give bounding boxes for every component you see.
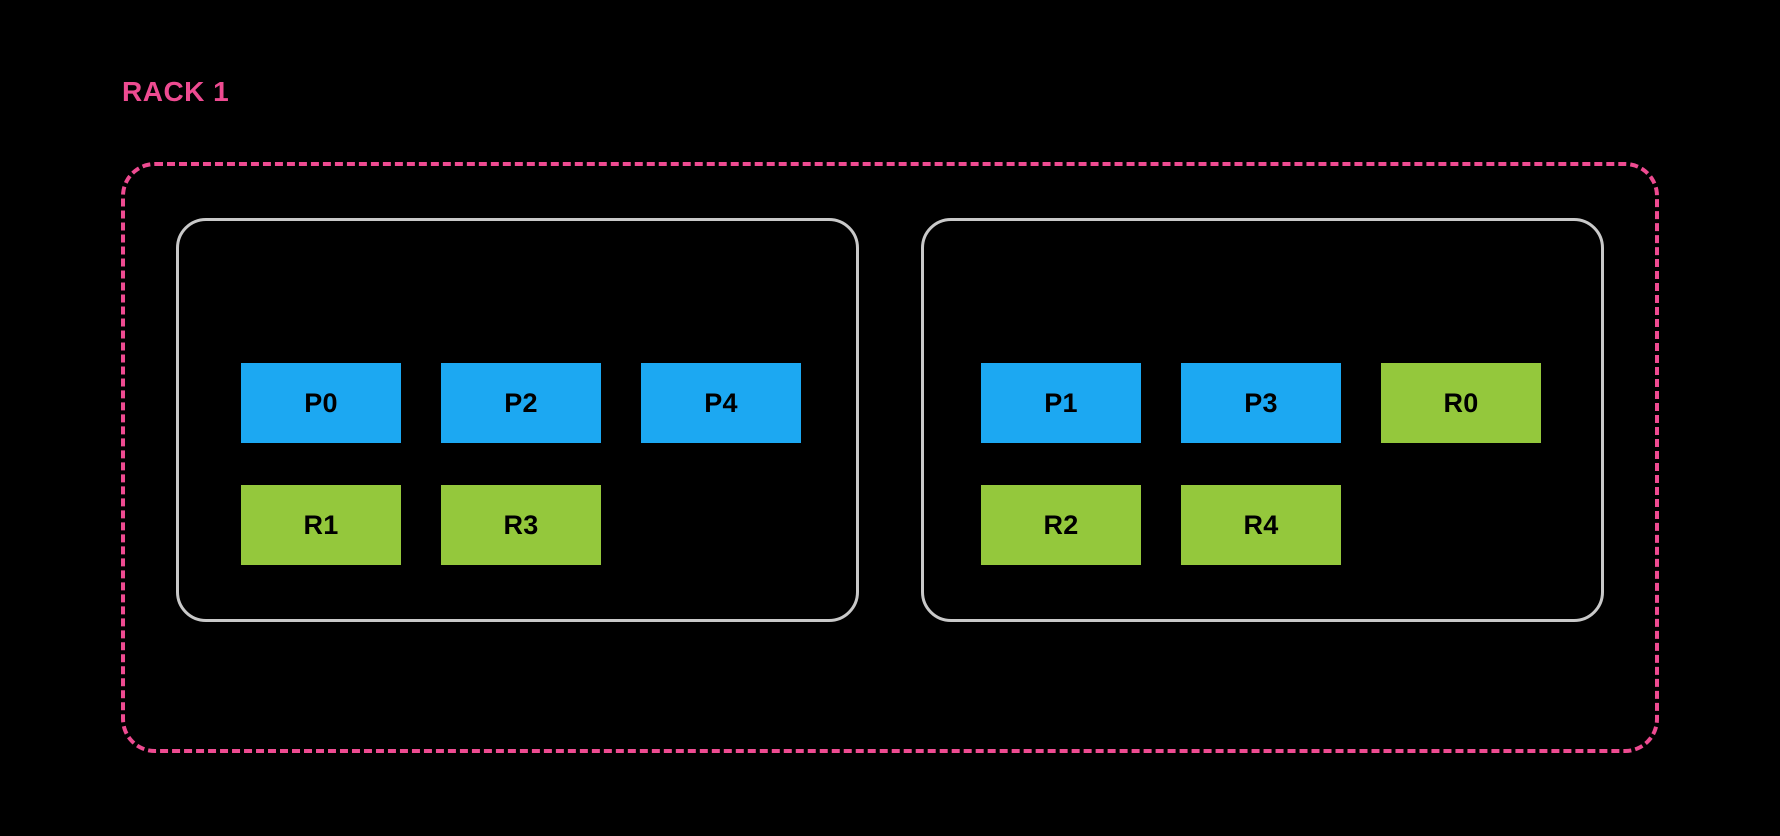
shard-unit-r4[interactable]: R4 (1181, 485, 1341, 565)
shard-unit-p1[interactable]: P1 (981, 363, 1141, 443)
shard-unit-p3[interactable]: P3 (1181, 363, 1341, 443)
shard-unit-p4[interactable]: P4 (641, 363, 801, 443)
rack-boundary (121, 162, 1659, 753)
node-panel-2 (921, 218, 1604, 622)
node-panel-1 (176, 218, 859, 622)
rack-label: RACK 1 (122, 76, 230, 107)
shard-unit-r3[interactable]: R3 (441, 485, 601, 565)
shard-unit-r1[interactable]: R1 (241, 485, 401, 565)
shard-unit-r0[interactable]: R0 (1381, 363, 1541, 443)
shard-unit-r2[interactable]: R2 (981, 485, 1141, 565)
shard-unit-p0[interactable]: P0 (241, 363, 401, 443)
shard-unit-p2[interactable]: P2 (441, 363, 601, 443)
